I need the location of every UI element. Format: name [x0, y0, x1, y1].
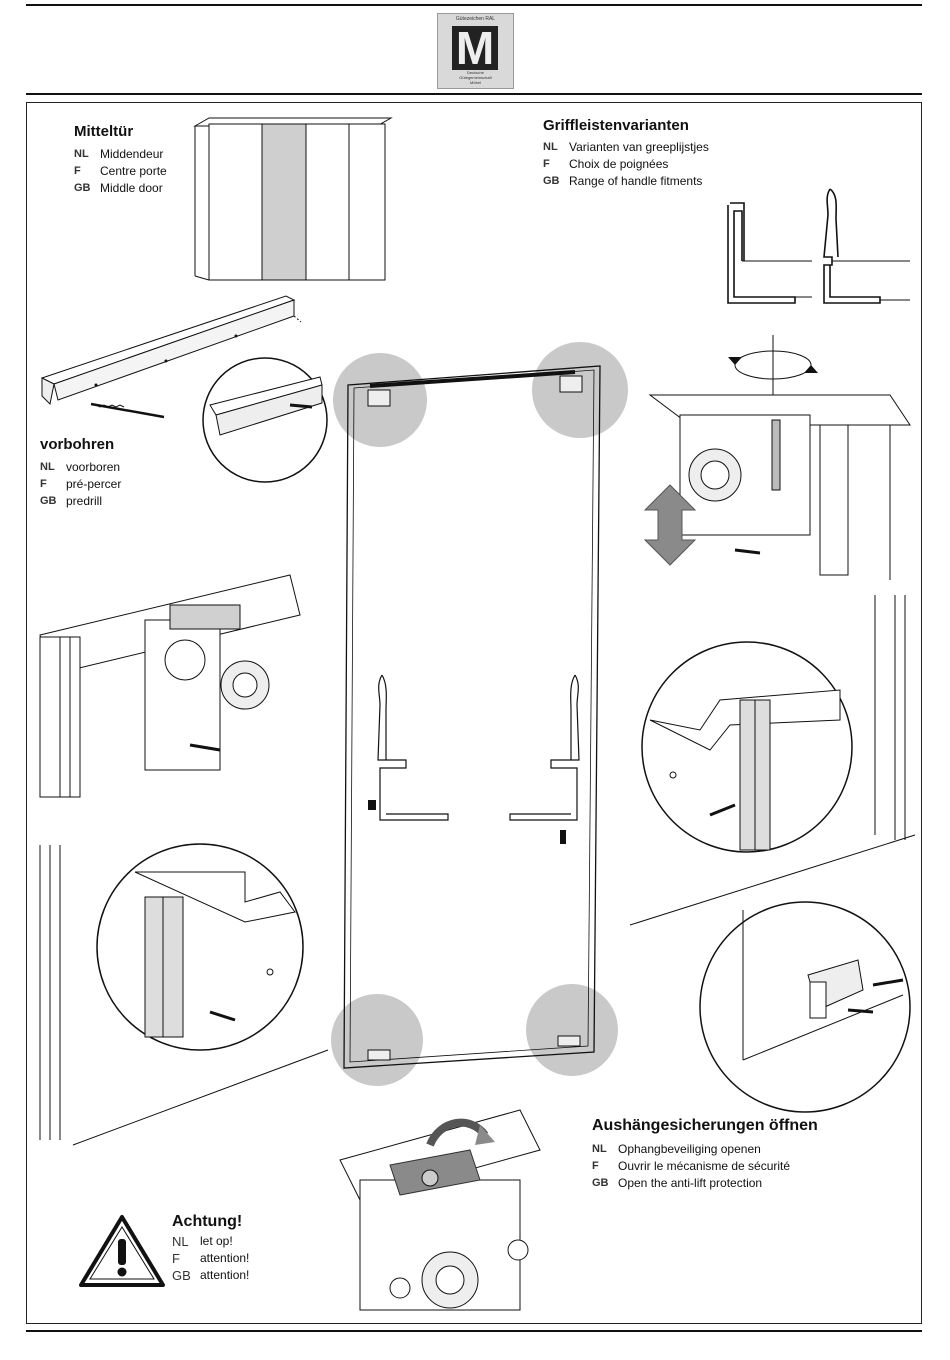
warning-triangle-icon — [79, 1215, 165, 1287]
logo-letter: M — [456, 22, 494, 74]
logo-sub-text: Deutsche Gütegemeinschaft Möbel — [459, 70, 492, 85]
achtung-title: Achtung! — [172, 1213, 243, 1230]
sliding-door-illustration — [331, 342, 628, 1086]
logo-top-text: Gütezeichen RAL — [455, 16, 496, 22]
header-rule — [26, 93, 922, 95]
left-panel-edge — [39, 845, 329, 1146]
wardrobe-illustration — [193, 117, 393, 281]
rail-screw-detail — [202, 357, 328, 483]
bottom-roller-carriage — [339, 1109, 541, 1311]
ral-quality-logo: Gütezeichen RAL M Deutsche Gütegemeinsch… — [437, 13, 514, 89]
right-handle-screw-detail — [641, 641, 853, 853]
vorbohren-title: vorbohren — [40, 436, 115, 453]
rotate-adjust-illustration — [643, 335, 911, 580]
content-frame — [26, 102, 922, 1324]
left-handle-screw-detail — [96, 843, 304, 1051]
top-rail-illustration — [40, 295, 302, 419]
right-panel-edge — [629, 595, 916, 926]
bottom-rule — [26, 1330, 922, 1332]
top-rule — [26, 4, 922, 6]
left-roller-mechanism — [39, 574, 301, 798]
griffleisten-title: Griffleistenvarianten — [543, 117, 689, 134]
aushaenge-title: Aushängesicherungen öffnen — [592, 1117, 818, 1134]
anti-lift-plate-detail — [699, 901, 911, 1113]
logo-m-icon: M — [452, 22, 498, 74]
handle-profiles-illustration — [727, 188, 910, 304]
mitteltuer-title: Mitteltür — [74, 123, 134, 140]
